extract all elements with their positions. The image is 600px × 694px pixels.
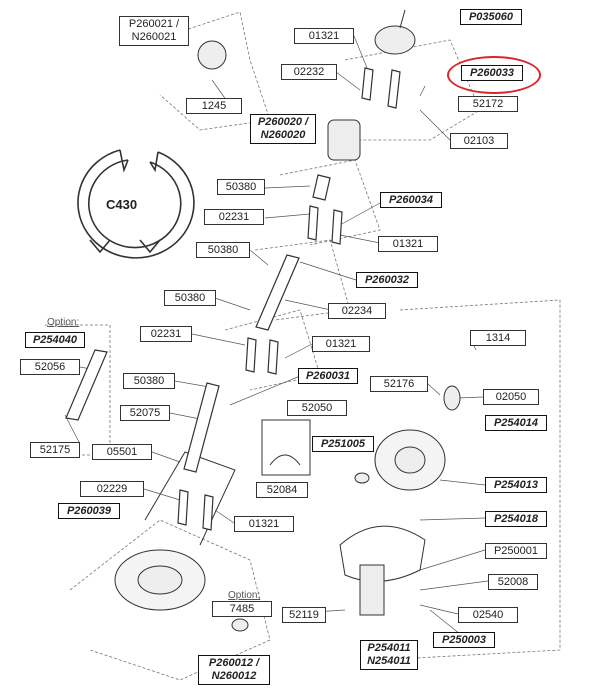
label-52050: 52050 [287,400,347,416]
label-05501: 05501 [92,444,152,460]
label-52075: 52075 [120,405,170,421]
clip-52084 [269,454,301,466]
label-02540: 02540 [458,607,518,623]
frame-upper-right [344,39,481,141]
tube-short-2 [361,67,374,101]
label-option-left: Option: [47,317,80,328]
label-02234: 02234 [328,303,386,319]
frame-p260039 [144,451,236,546]
label-02229: 02229 [80,481,144,497]
tube-lower [183,382,220,473]
insert-5 [177,489,189,526]
label-p254013: P254013 [485,477,547,493]
label-50380-a: 50380 [217,179,265,195]
label-7485: 7485 [212,601,272,617]
label-52172: 52172 [458,96,518,112]
label-1314: 1314 [470,330,526,346]
cap-02050 [443,385,461,411]
insert-4 [267,339,279,375]
part-number: N260020 [260,129,306,141]
label-p260039: P260039 [58,503,120,519]
tube-short-3 [387,69,401,109]
wingnut [354,472,370,484]
part-number: N260021 [131,31,177,43]
insert-6 [202,494,214,531]
label-1245: 1245 [186,98,242,114]
part-number: N254011 [367,655,411,667]
frame-top [154,11,271,131]
label-p250003: P250003 [433,632,495,648]
label-01321-b: 01321 [378,236,438,252]
label-52175: 52175 [30,442,80,458]
label-p260020: P260020 /N260020 [250,114,316,144]
stand-p254011 [359,564,385,616]
label-option-bottom: Option: [228,590,261,601]
label-p254040: P254040 [25,332,85,348]
label-p260012: P260012 /N260012 [198,655,270,685]
highlight-circle [447,56,541,94]
label-02050: 02050 [483,389,539,405]
insert-3 [245,337,257,373]
knob-p035060 [374,25,416,55]
tube-upper [255,254,300,331]
part-number: P260021 / [128,18,180,30]
label-02232: 02232 [281,64,337,80]
frame-p251005 [261,419,311,476]
frame-bottom-left [69,519,271,681]
label-p260033: P260033 [461,65,523,81]
label-p260031: P260031 [298,368,358,384]
label-50380-b: 50380 [196,242,250,258]
label-02231-a: 02231 [204,209,264,225]
label-p251005: P251005 [312,436,374,452]
part-number: P260020 / [257,116,309,128]
insert-1 [307,205,319,241]
label-52119: 52119 [282,607,326,623]
label-50380-d: 50380 [123,373,175,389]
nut-p260021 [197,40,227,70]
option-rod [65,349,108,421]
label-c430: C430 [106,197,138,212]
label-p254018: P254018 [485,511,547,527]
label-01321-top: 01321 [294,28,354,44]
label-p035060: P035060 [460,9,522,25]
knob-7485 [231,618,249,632]
frame-mid-1 [279,159,381,246]
label-02103: 02103 [450,133,508,149]
label-52084: 52084 [256,482,308,498]
c430-ring-icon [77,149,195,259]
part-number: P260012 / [208,657,260,669]
part-number: P254011 [367,642,411,654]
label-p254014: P254014 [485,415,547,431]
label-52176: 52176 [370,376,428,392]
label-02231-b: 02231 [140,326,192,342]
label-52008: 52008 [488,574,538,590]
label-p250001: P250001 [485,543,547,559]
label-p260032: P260032 [356,272,418,288]
insert-2 [331,209,343,245]
part-number: N260012 [211,670,257,682]
tube-short-1 [312,174,331,201]
head-p260020 [327,119,361,161]
label-52056: 52056 [20,359,80,375]
frame-right-long [379,299,561,661]
label-01321-d: 01321 [234,516,294,532]
label-p260034: P260034 [380,192,442,208]
label-01321-c: 01321 [312,336,370,352]
label-p260021: P260021 /N260021 [119,16,189,46]
label-50380-c: 50380 [164,290,216,306]
